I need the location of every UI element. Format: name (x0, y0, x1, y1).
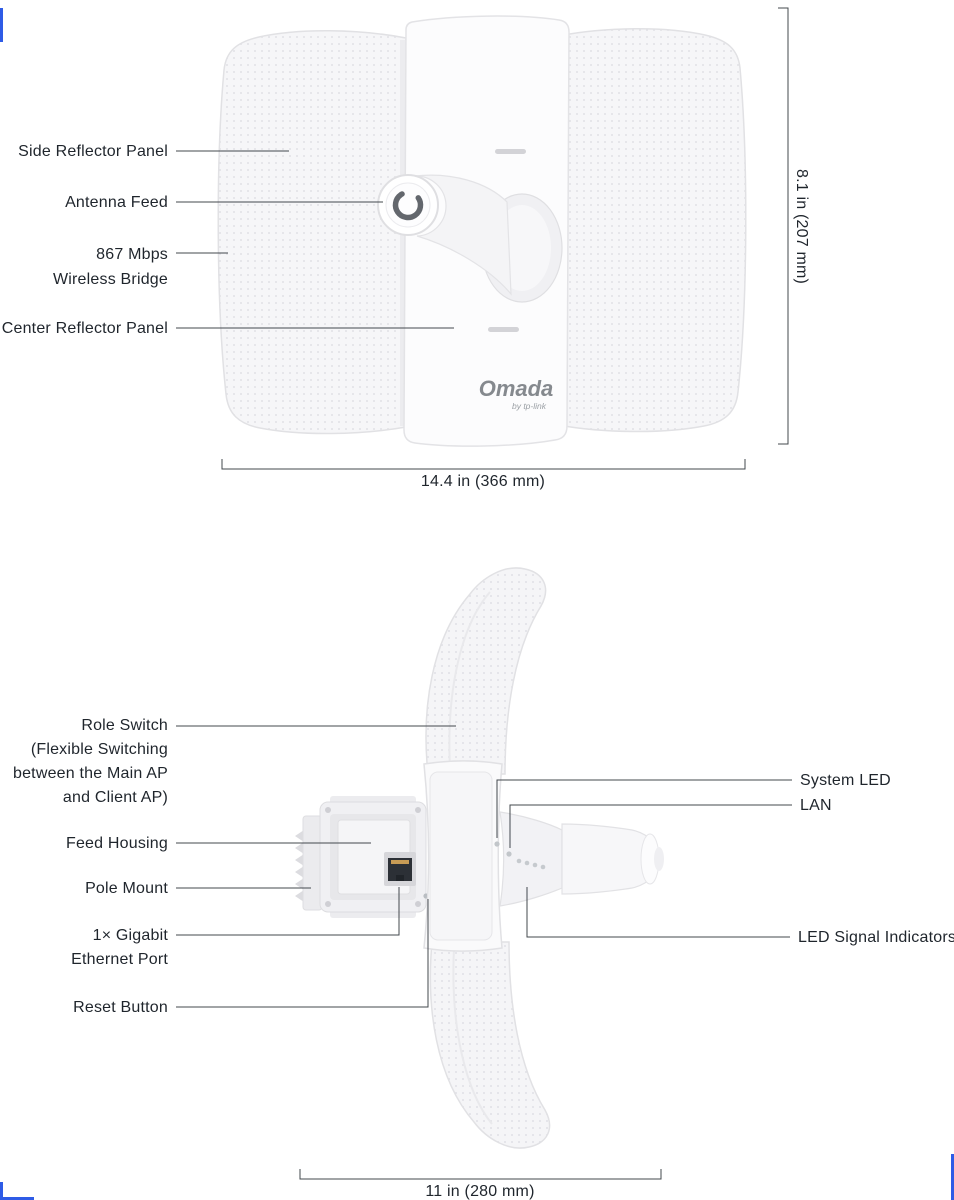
page-border-accent-bottom-right (951, 1154, 954, 1200)
feed-horn-top (494, 811, 664, 907)
dim-width-top-label: 11 in (280 mm) (425, 1183, 535, 1200)
dim-height-label: 8.1 in (207 mm) (793, 169, 810, 285)
leader-reset-button (176, 899, 429, 1008)
antenna-feed-assembly (377, 174, 563, 303)
page-border-accent-top-left (0, 8, 3, 42)
label-feed-housing: Feed Housing (65, 835, 168, 852)
leader-lan (509, 804, 792, 848)
label-pole-mount: Pole Mount (85, 880, 168, 897)
vent-slot-top (495, 149, 526, 154)
label-led-signal: LED Signal Indicators (798, 929, 954, 946)
front-view-illustration: Omada by tp-link (217, 15, 747, 447)
label-antenna-feed: Antenna Feed (65, 194, 168, 211)
page-border-accent-bottom-left-v (0, 1182, 3, 1197)
dim-width-front-line (221, 459, 746, 470)
feed-horn (414, 174, 512, 296)
leader-led-signal (526, 887, 790, 938)
reflector-blade-lower (429, 941, 551, 1149)
system-led-dot (494, 841, 500, 847)
dim-width-top-line (299, 1169, 662, 1180)
pole-mount-bracket (295, 796, 429, 918)
signal-led-1 (516, 858, 522, 864)
lan-led-dot (506, 851, 512, 857)
center-mast (423, 760, 503, 952)
reflector-blade-upper (425, 567, 547, 775)
label-lan: LAN (800, 797, 832, 814)
page-border-accent-bottom-left-h (0, 1197, 34, 1200)
label-ethernet-port: 1× Gigabit Ethernet Port (71, 927, 168, 968)
leader-ethernet-port (176, 887, 400, 936)
feed-ring-icon (392, 189, 424, 221)
dim-height-line (778, 7, 789, 445)
top-view-illustration (295, 567, 664, 1149)
brand-logo: Omada (479, 376, 554, 401)
signal-led-2 (524, 860, 530, 866)
side-reflector-panel-right (557, 27, 747, 433)
label-reset-button: Reset Button (73, 999, 168, 1016)
label-side-reflector: Side Reflector Panel (18, 143, 168, 160)
label-wireless-bridge: 867 Mbps Wireless Bridge (52, 246, 168, 288)
label-system-led: System LED (800, 772, 891, 789)
signal-led-4 (540, 864, 546, 870)
leader-system-led (496, 779, 792, 838)
label-center-reflector: Center Reflector Panel (1, 320, 168, 337)
label-role-switch: Role Switch (Flexible Switching between … (12, 717, 168, 806)
pole-clamp-teeth (295, 830, 304, 902)
brand-byline: by tp-link (512, 401, 547, 411)
vent-slot-bottom (488, 327, 519, 332)
dim-width-front-label: 14.4 in (366 mm) (420, 473, 546, 490)
signal-led-3 (532, 862, 538, 868)
